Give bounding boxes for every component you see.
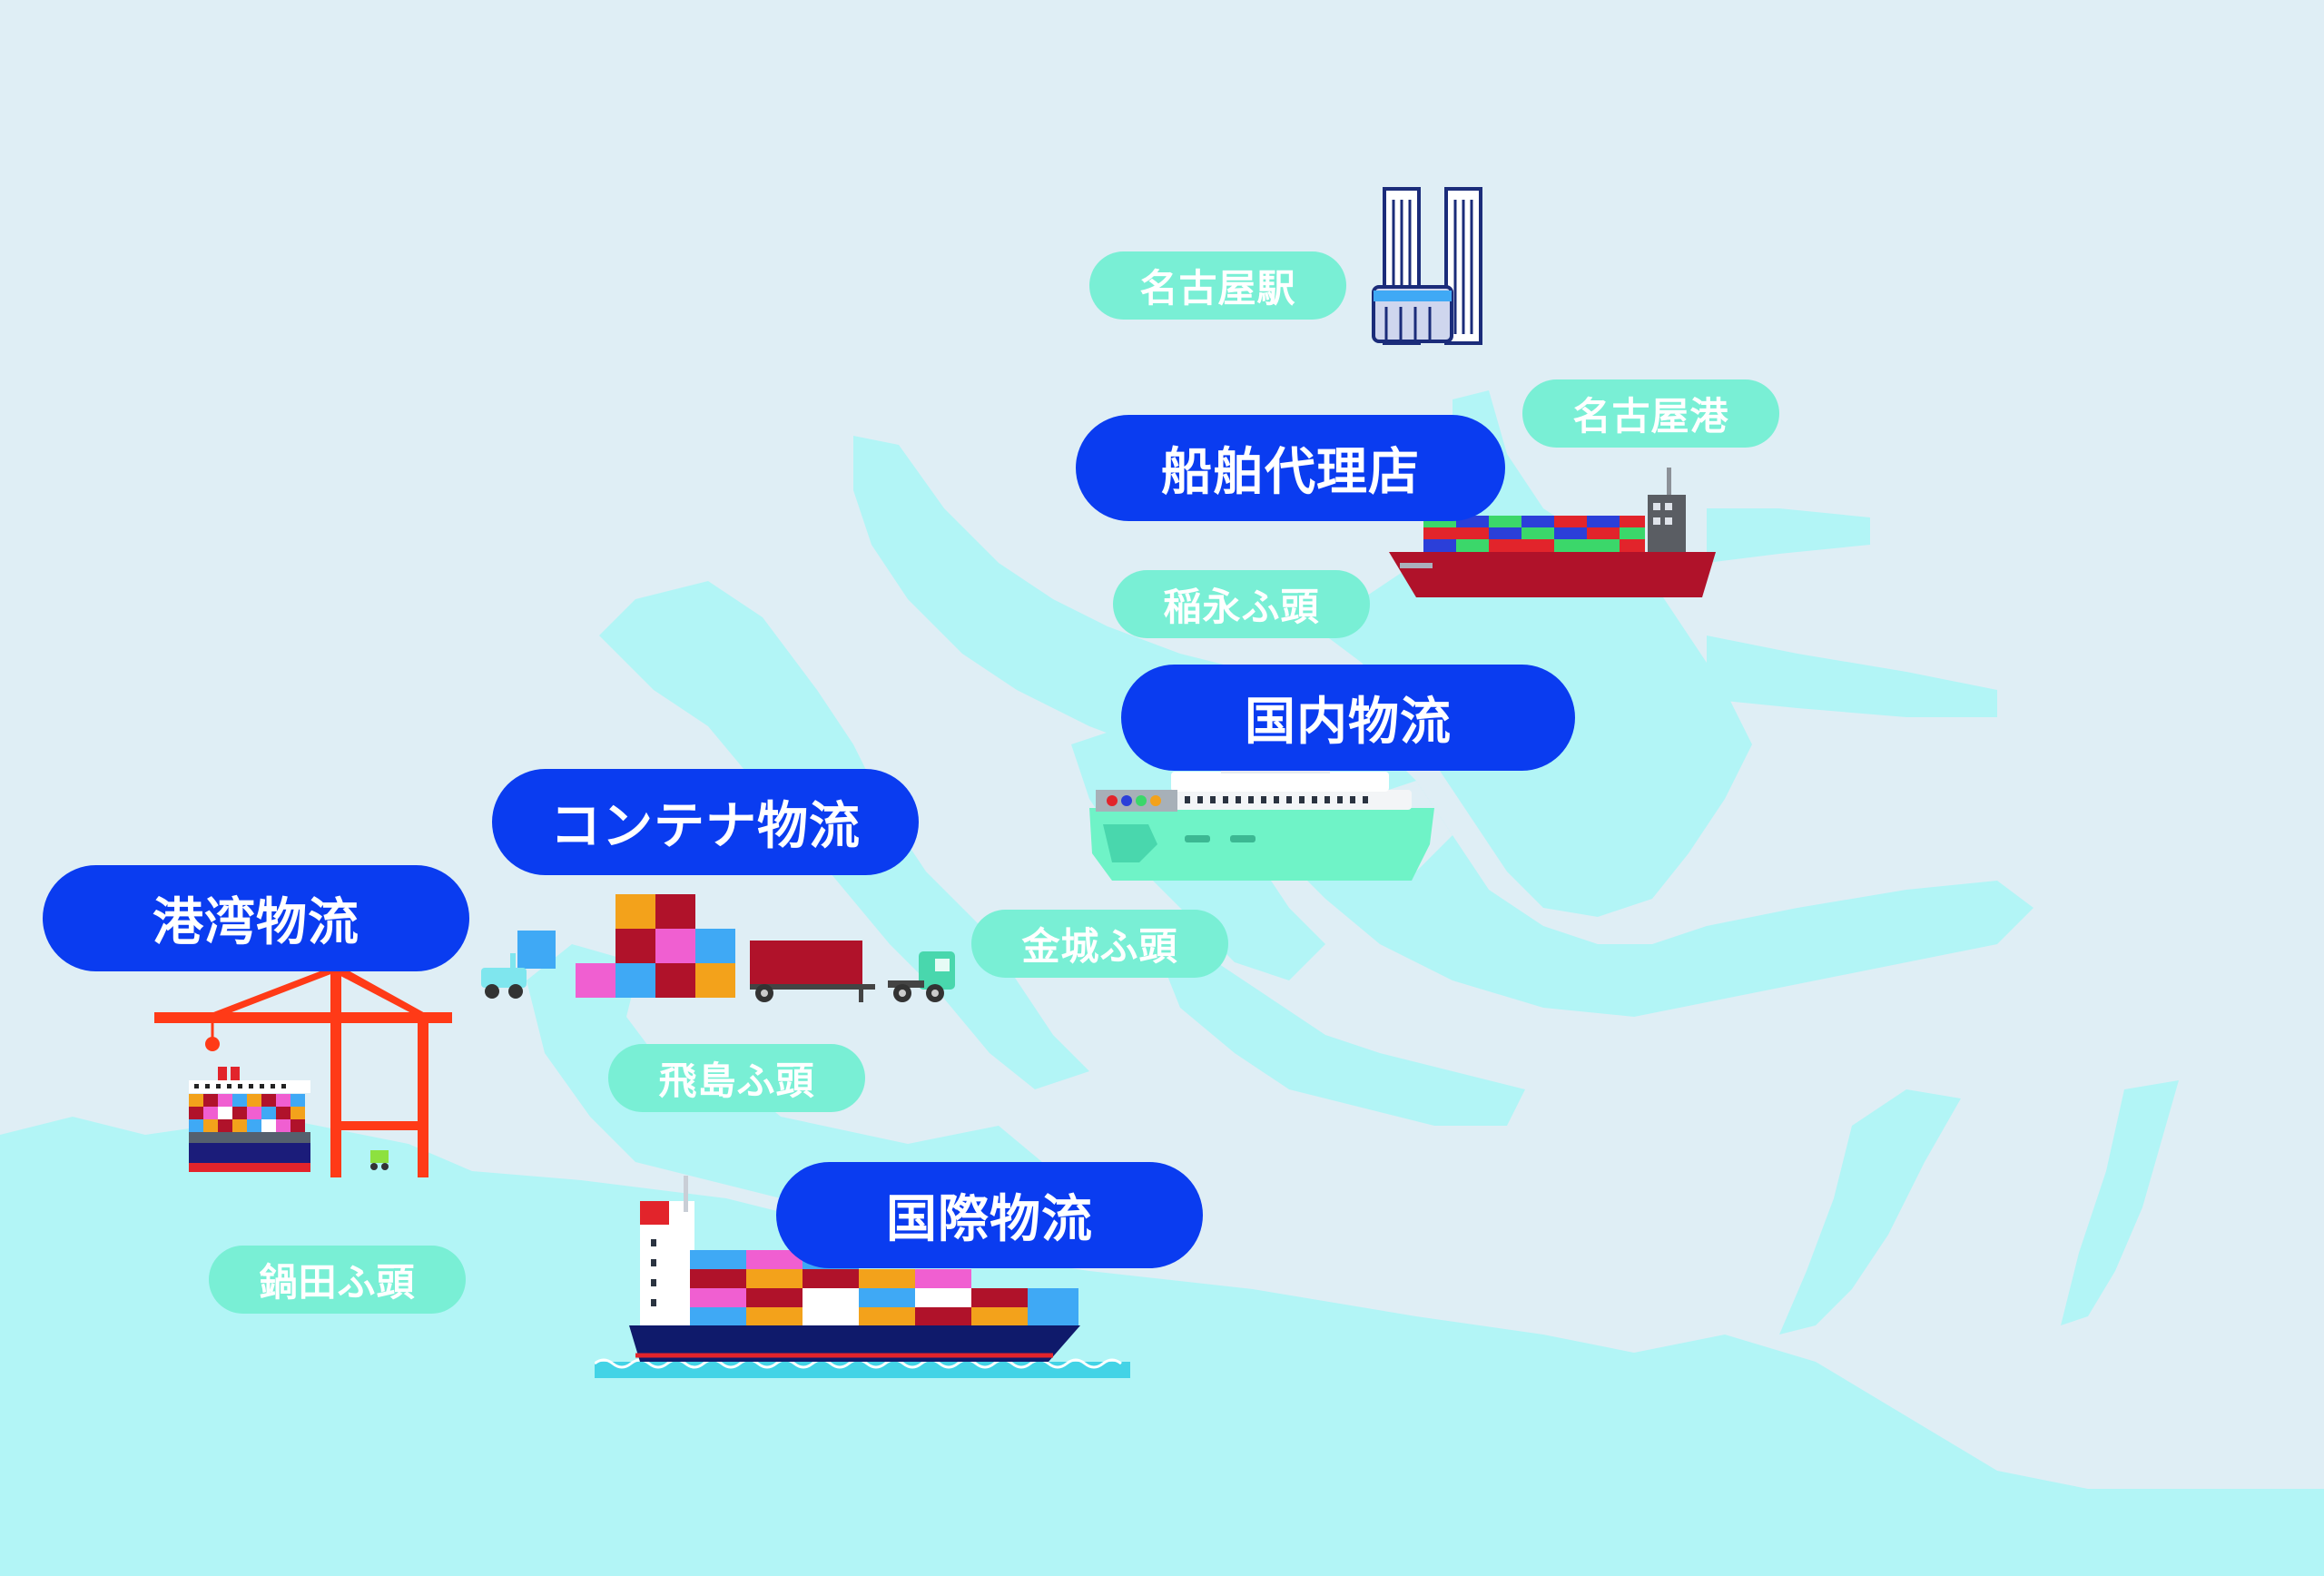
category-label: コンテナ物流 [550,797,861,856]
place-tag-kinjo-pier: 金城ふ頭 [971,910,1228,978]
twin-tower-icon [1372,187,1482,345]
category-label: 国内物流 [1245,693,1452,752]
container-truck-icon [481,894,955,1002]
category-button-domestic-logistics[interactable]: 国内物流 [1121,665,1575,771]
place-label: 金城ふ頭 [1021,924,1178,969]
place-label: 名古屋港 [1572,394,1729,438]
category-button-port-logistics[interactable]: 港湾物流 [43,865,469,971]
place-tag-nabeta-pier: 鍋田ふ頭 [209,1246,466,1314]
container-ship-navy-icon [595,1176,1130,1378]
place-tag-nagoya-station: 名古屋駅 [1089,251,1346,320]
place-label: 飛島ふ頭 [658,1059,815,1103]
car-ferry-icon [1089,754,1434,881]
place-label: 稲永ふ頭 [1163,585,1320,629]
place-label: 名古屋駅 [1139,266,1296,310]
category-label: 港湾物流 [153,893,359,952]
category-label: 船舶代理店 [1161,443,1420,502]
water-area [0,390,2324,1576]
category-button-shipping-agency[interactable]: 船舶代理店 [1076,415,1505,521]
place-label: 鍋田ふ頭 [259,1260,416,1305]
category-button-international-logistics[interactable]: 国際物流 [776,1162,1203,1268]
place-tag-tobishima-pier: 飛島ふ頭 [608,1044,865,1112]
place-tag-inae-pier: 稲永ふ頭 [1113,570,1370,638]
place-tag-nagoya-port: 名古屋港 [1522,379,1779,448]
category-button-container-logistics[interactable]: コンテナ物流 [492,769,919,875]
gantry-crane-icon [154,967,452,1177]
category-label: 国際物流 [886,1190,1093,1249]
